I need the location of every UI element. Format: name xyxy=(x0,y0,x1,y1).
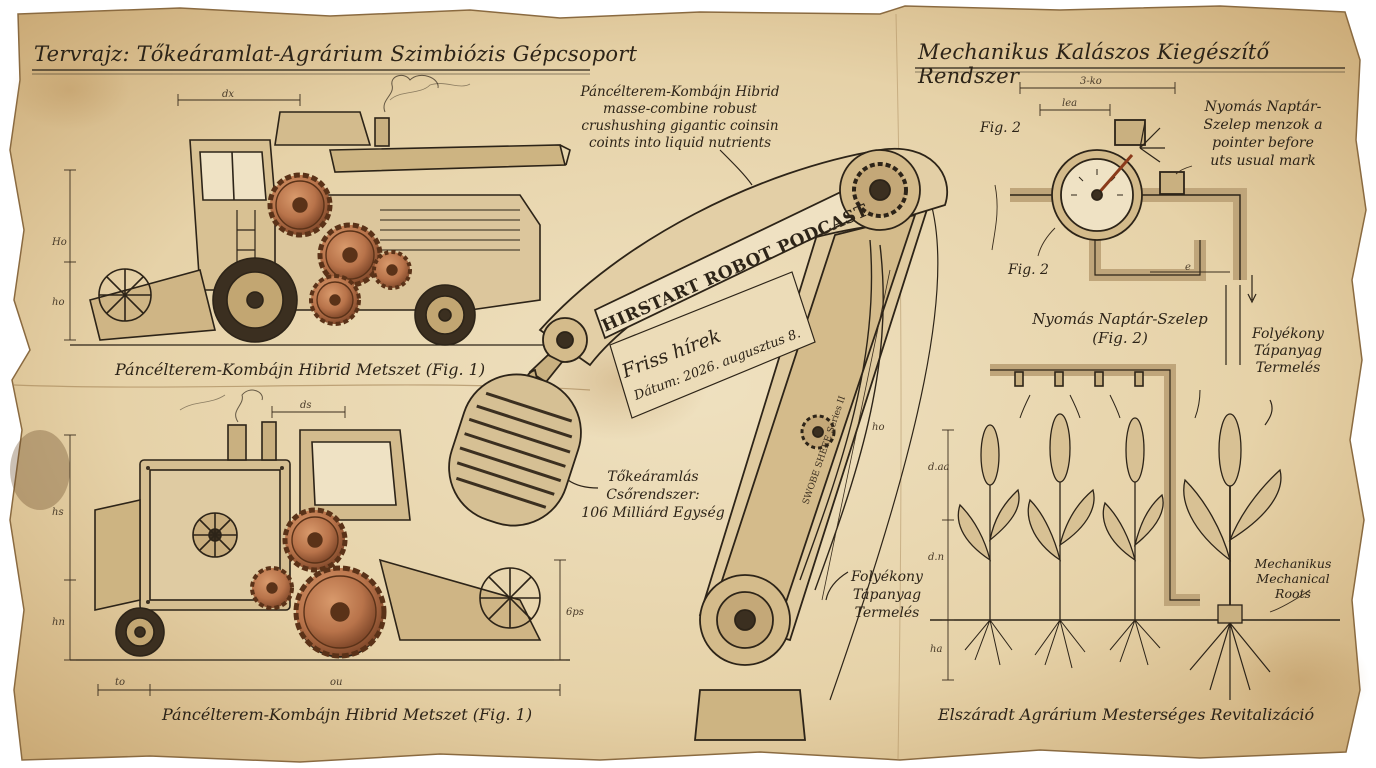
dim-ou: ou xyxy=(330,677,342,688)
dim-3ko: 3-ko xyxy=(1080,76,1102,87)
dim-lea: lea xyxy=(1062,98,1077,109)
fig-label-top: Fig. 2 xyxy=(980,120,1021,136)
center-top-note: Páncélterem-Kombájn Hibrid masse-combine… xyxy=(580,84,780,151)
dim-6ps: 6ps xyxy=(566,607,584,618)
robot-arm xyxy=(528,147,949,741)
dim-hn: hn xyxy=(52,617,65,628)
right-title: Mechanikus Kalászos Kiegészítő Rendszer xyxy=(918,40,1270,88)
dim-hs: hs xyxy=(52,507,64,518)
dim-to: to xyxy=(115,677,125,688)
copper-gears-top xyxy=(267,172,412,326)
roots-note: Mechanikus Mechanical Roots xyxy=(1254,556,1332,601)
dim-daa: d.aa xyxy=(928,462,950,473)
wheat-plants xyxy=(957,413,1282,700)
dim-dn: d.n xyxy=(928,552,944,563)
right-caption: Elszáradt Agrárium Mesterséges Revitaliz… xyxy=(938,705,1315,724)
liquid-note: Folyékony Tápanyag Termelés xyxy=(1252,326,1324,376)
mic-note: Tőkeáramlás Csőrendszer: 106 Milliárd Eg… xyxy=(581,469,725,521)
arm-note: Folyékony Tápanyag Termelés xyxy=(851,569,923,621)
dim-e: e xyxy=(1185,262,1191,273)
valve-caption: Nyomás Naptár-Szelep (Fig. 2) xyxy=(1032,310,1208,347)
bottom-left-caption: Páncélterem-Kombájn Hibrid Metszet (Fig.… xyxy=(162,705,533,724)
dim-Ho: Ho xyxy=(51,237,67,248)
top-left-caption: Páncélterem-Kombájn Hibrid Metszet (Fig.… xyxy=(115,360,486,379)
dim-dx: dx xyxy=(222,89,234,100)
pressure-valve xyxy=(1010,119,1247,281)
gauge-note: Nyomás Naptár- Szelep menzok a pointer b… xyxy=(1203,99,1323,169)
dim-ds: ds xyxy=(300,400,312,411)
dim-ho: ho xyxy=(52,297,64,308)
dim-ha: ha xyxy=(930,644,942,655)
sprinkler-pipe xyxy=(990,364,1200,606)
microphone xyxy=(448,368,582,527)
arm-dim: ho xyxy=(872,422,884,433)
fig-label-bottom: Fig. 2 xyxy=(1008,262,1049,278)
news-label xyxy=(609,271,816,419)
left-title: Tervrajz: Tőkeáramlat-Agrárium Szimbiózi… xyxy=(34,42,638,66)
copper-gears-bottom xyxy=(250,507,387,659)
